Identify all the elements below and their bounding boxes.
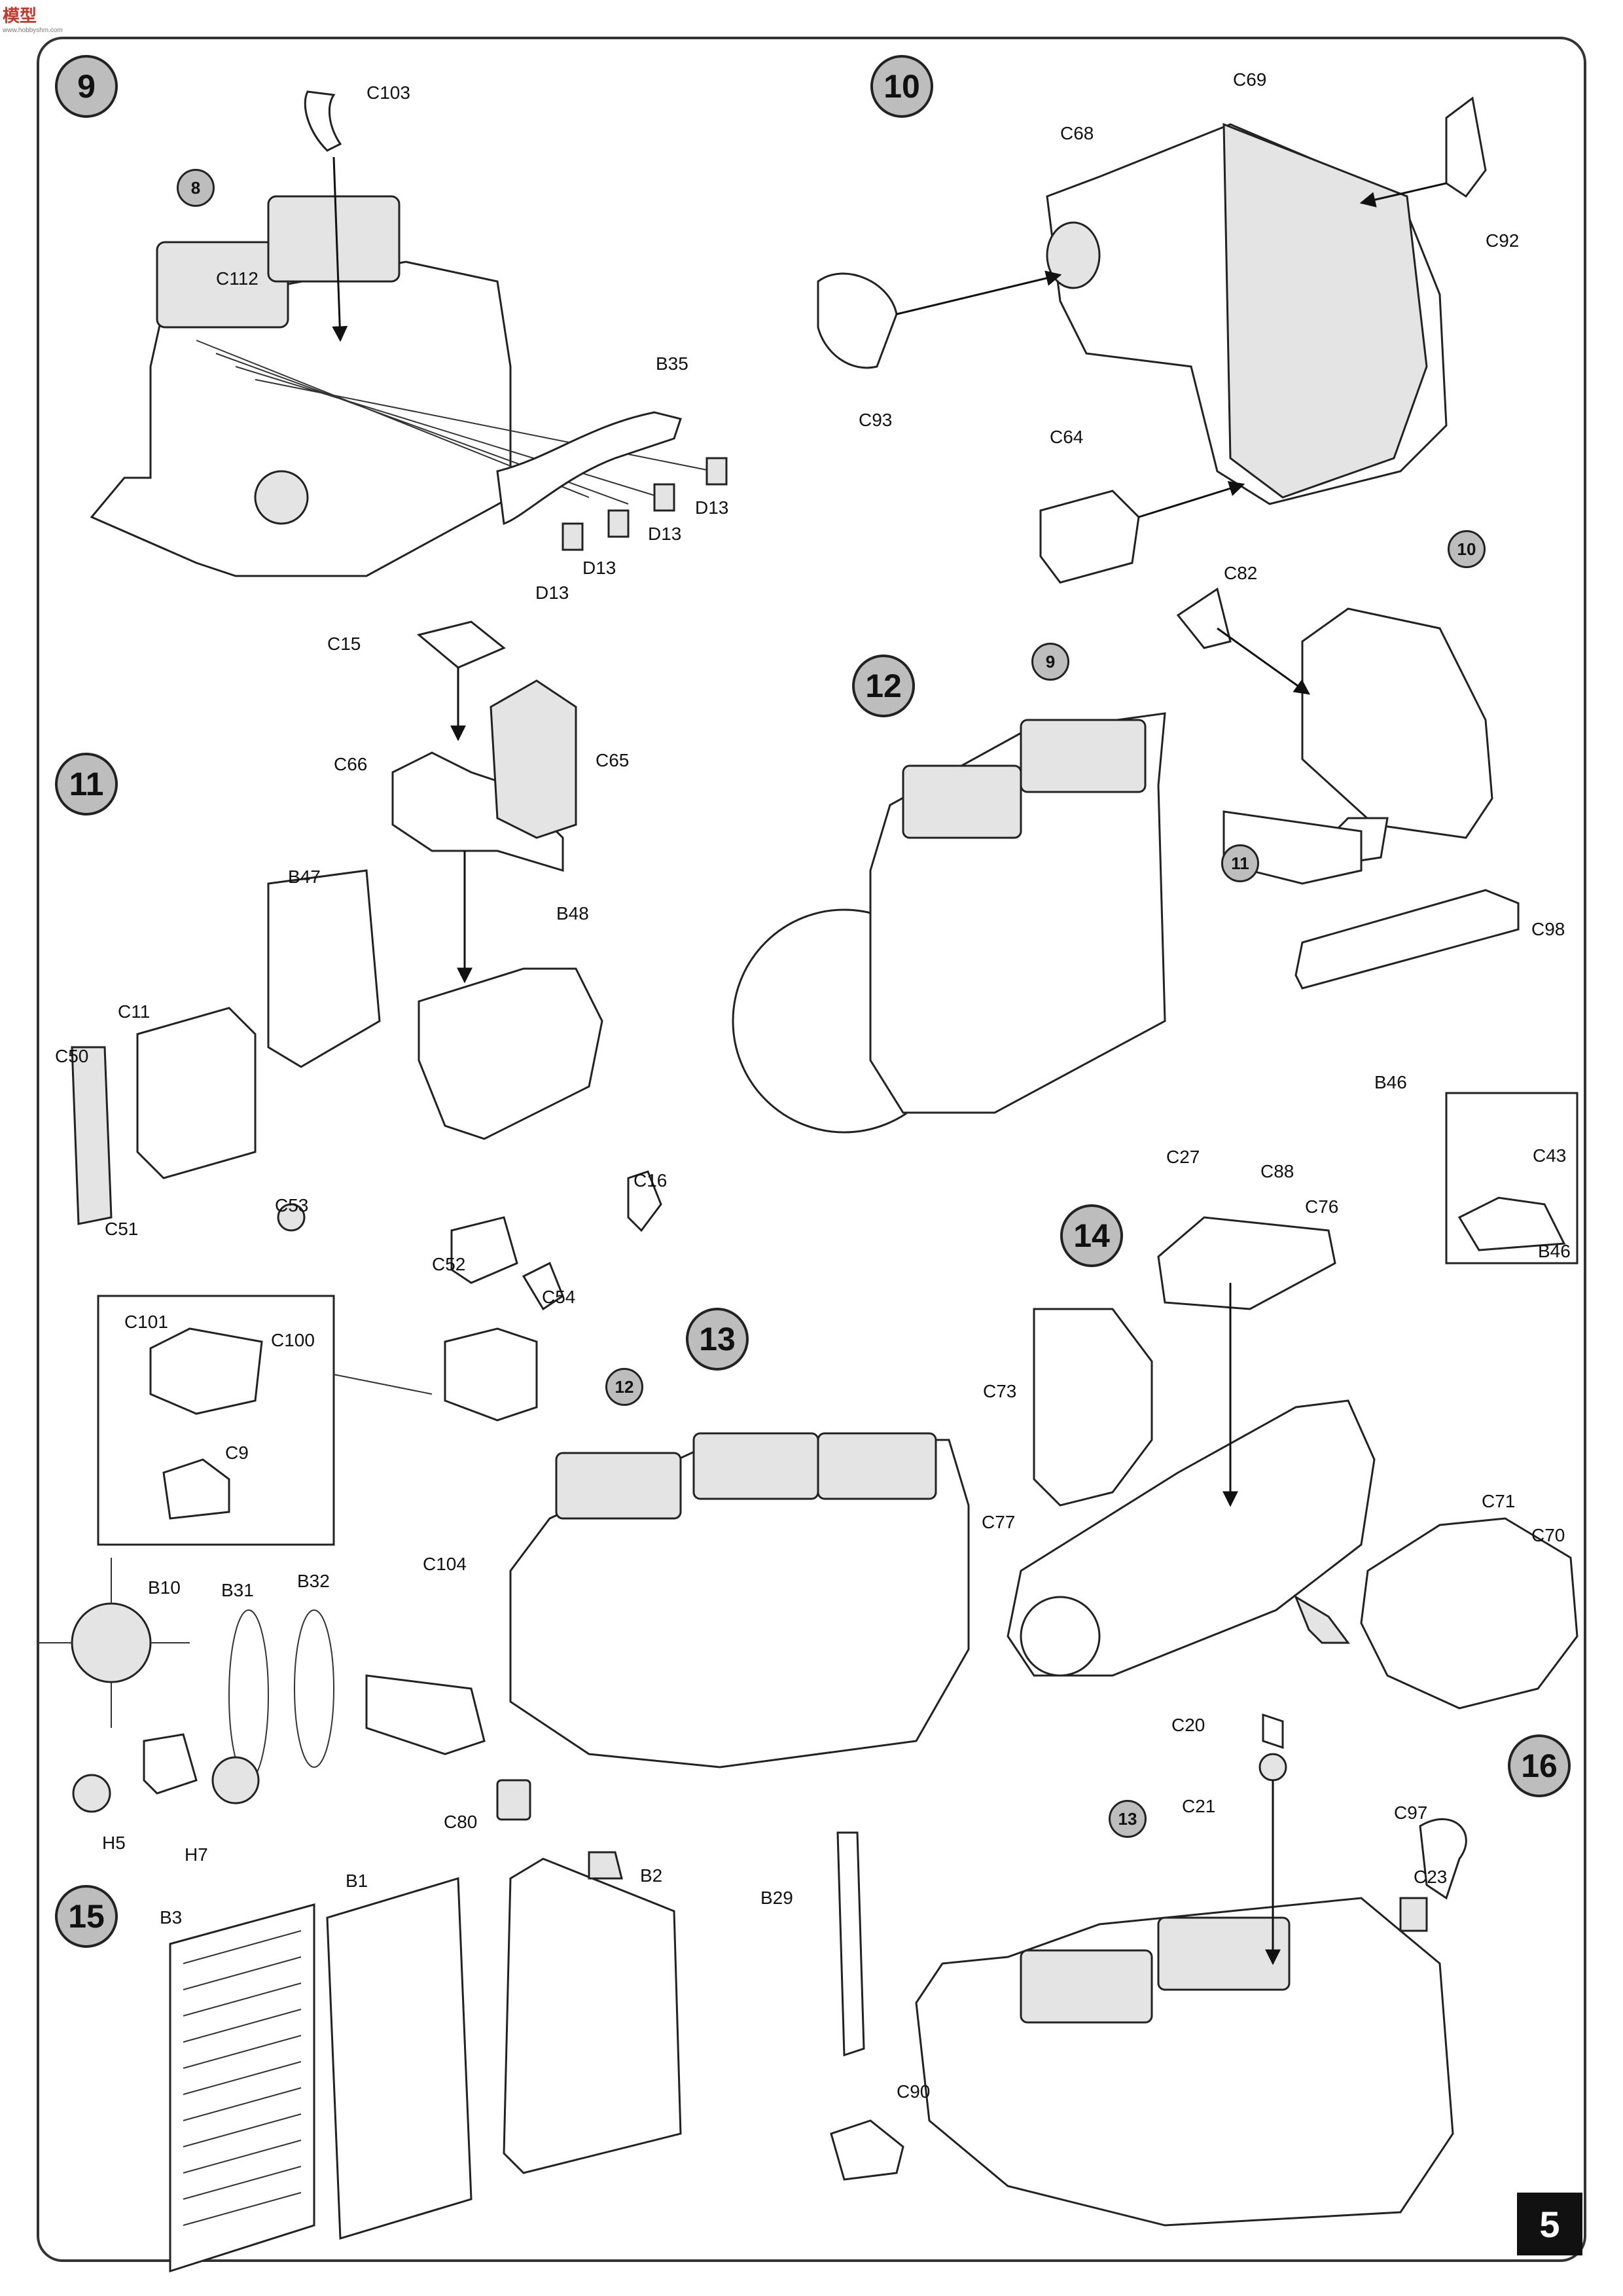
step-15-number: 15: [68, 1898, 105, 1935]
step12-drawing: [732, 587, 1578, 1265]
part-label: C92: [1486, 230, 1520, 251]
part-label: C77: [982, 1512, 1016, 1532]
ref-step-10-number: 10: [1457, 539, 1476, 559]
part-label: B29: [760, 1888, 793, 1908]
step16-drawing: [830, 1713, 1467, 2227]
part-label: C52: [432, 1254, 466, 1274]
part-label: C104: [423, 1554, 467, 1574]
step-16-number: 16: [1521, 1748, 1558, 1784]
part-label: C27: [1166, 1147, 1200, 1167]
part-label: B47: [288, 867, 321, 887]
step-9-number: 9: [77, 68, 96, 105]
watermark-url: www.hobbyshm.com: [3, 27, 63, 34]
part-label: C80: [444, 1812, 478, 1832]
step-11-badge: 11: [55, 753, 118, 816]
step13-drawing: [39, 1295, 970, 1821]
ref-step-12: 12: [605, 1368, 643, 1406]
part-label: C21: [1182, 1796, 1216, 1816]
part-label: C70: [1531, 1525, 1565, 1545]
part-label: C65: [596, 750, 630, 770]
part-label: C16: [633, 1170, 668, 1191]
part-label: C11: [118, 1001, 151, 1022]
step-12-number: 12: [865, 668, 902, 704]
step-15-badge: 15: [55, 1885, 118, 1948]
part-label: C51: [105, 1219, 139, 1239]
part-label: C82: [1224, 563, 1258, 583]
step-10-badge: 10: [870, 55, 933, 118]
step-14-number: 14: [1073, 1217, 1110, 1254]
step-14-badge: 14: [1060, 1204, 1123, 1267]
part-label: C100: [271, 1330, 315, 1350]
ref-step-9: 9: [1031, 643, 1069, 681]
part-label: C9: [225, 1443, 249, 1463]
part-label: C90: [897, 2081, 931, 2102]
page-frame: [37, 37, 1586, 2262]
step14-drawing: [1007, 1216, 1578, 1710]
part-label: C20: [1171, 1715, 1205, 1735]
part-label: C112: [216, 268, 259, 289]
step-11-number: 11: [69, 766, 104, 802]
part-label: C103: [366, 82, 410, 103]
part-label: C53: [275, 1195, 309, 1215]
page-number-text: 5: [1539, 2203, 1560, 2245]
ref-step-10: 10: [1448, 530, 1486, 568]
ref-step-11: 11: [1221, 844, 1259, 882]
part-label: D13: [695, 497, 729, 518]
step-10-number: 10: [883, 68, 920, 105]
ref-step-9-number: 9: [1045, 651, 1056, 672]
step9-drawing: [90, 90, 728, 577]
step-9-badge: 9: [55, 55, 118, 118]
part-label: D13: [582, 558, 616, 578]
part-label: C76: [1305, 1196, 1339, 1217]
ref-step-12-number: 12: [615, 1376, 634, 1397]
step-13-badge: 13: [686, 1308, 749, 1371]
part-label: C71: [1482, 1491, 1516, 1511]
ref-step-13: 13: [1109, 1800, 1147, 1838]
step15-drawing: [169, 1851, 682, 2273]
part-label: C98: [1531, 919, 1565, 939]
step-13-number: 13: [699, 1321, 736, 1357]
part-label: H7: [185, 1844, 208, 1865]
part-label: C64: [1050, 427, 1084, 447]
part-label: C73: [983, 1381, 1017, 1401]
step11-drawing: [71, 620, 662, 1311]
watermark-text: 模型: [3, 6, 37, 26]
part-label: C23: [1414, 1867, 1448, 1887]
part-label: D13: [648, 524, 682, 544]
step10-drawing: [817, 96, 1487, 584]
step-16-badge: 16: [1508, 1734, 1571, 1797]
part-label: B32: [297, 1571, 330, 1591]
watermark-logo: 模型 www.hobbyshm.com: [3, 3, 63, 34]
part-label: C43: [1533, 1145, 1567, 1166]
part-label: C88: [1260, 1161, 1294, 1181]
part-label: B10: [148, 1577, 181, 1598]
part-label: C69: [1233, 69, 1267, 90]
part-label: C50: [55, 1046, 89, 1066]
part-label: C97: [1394, 1803, 1428, 1823]
step-12-badge: 12: [852, 655, 915, 717]
part-label: C54: [542, 1287, 576, 1307]
part-label: C66: [334, 754, 368, 774]
part-label: B35: [656, 353, 688, 374]
page-number: 5: [1517, 2193, 1582, 2255]
part-label: B3: [160, 1907, 183, 1928]
part-label: C93: [859, 410, 893, 430]
part-label: B2: [640, 1865, 663, 1886]
part-label: B46: [1538, 1241, 1571, 1261]
part-label: H5: [102, 1833, 126, 1853]
part-label: C68: [1060, 123, 1094, 143]
part-label: B46: [1374, 1072, 1407, 1092]
part-label: D13: [535, 583, 569, 603]
part-label: C15: [327, 634, 361, 654]
part-label: B31: [221, 1580, 254, 1600]
ref-step-13-number: 13: [1118, 1808, 1137, 1829]
ref-step-8: 8: [177, 169, 215, 207]
part-label: B48: [556, 903, 589, 924]
ref-step-11-number: 11: [1231, 853, 1249, 873]
part-label: C101: [124, 1312, 168, 1332]
part-label: B1: [346, 1871, 368, 1891]
ref-step-8-number: 8: [190, 177, 201, 198]
